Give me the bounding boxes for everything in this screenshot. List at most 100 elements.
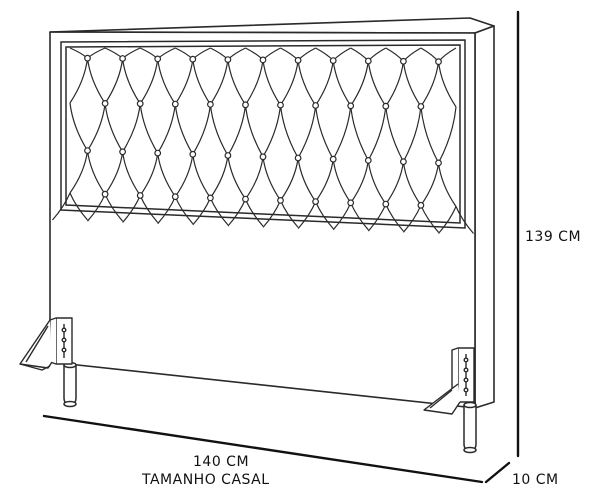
tuft-seam bbox=[245, 156, 264, 200]
tuft-seam bbox=[332, 159, 352, 204]
tuft-seam bbox=[69, 102, 89, 151]
tuft-seam bbox=[420, 106, 440, 164]
tuft-button bbox=[101, 99, 109, 107]
tuft-seam bbox=[52, 192, 71, 221]
left-leg bbox=[63, 361, 77, 408]
tufting-pattern bbox=[52, 47, 474, 234]
tuft-seam bbox=[209, 59, 229, 105]
tuft-seam bbox=[262, 59, 282, 106]
tuft-button bbox=[84, 54, 91, 62]
dimension-lines bbox=[42, 10, 520, 484]
tuft-seam bbox=[279, 105, 299, 159]
tuft-seam bbox=[297, 105, 317, 159]
tuft-button bbox=[224, 152, 232, 159]
tuft-seam bbox=[279, 60, 299, 106]
tuft-button bbox=[101, 190, 109, 198]
tuft-button bbox=[417, 201, 425, 209]
tuft-seam bbox=[69, 150, 89, 194]
width-label: 140 CM bbox=[193, 454, 249, 470]
tuft-button bbox=[259, 153, 267, 161]
tuft-button bbox=[347, 102, 355, 110]
tuft-seam bbox=[332, 60, 352, 107]
headboard-top-edge bbox=[49, 17, 495, 34]
panel-inner-frame bbox=[65, 44, 461, 224]
tuft-button bbox=[329, 57, 337, 64]
tuft-seam bbox=[227, 155, 246, 200]
tuft-seam bbox=[86, 58, 106, 104]
tuft-seam bbox=[104, 58, 124, 104]
tuft-seam bbox=[385, 161, 404, 205]
tuft-seam bbox=[69, 192, 88, 221]
tuft-seam bbox=[297, 157, 317, 202]
tuft-button bbox=[347, 199, 355, 207]
tuft-seam bbox=[367, 160, 387, 205]
right-leg bbox=[463, 401, 477, 454]
tuft-seam bbox=[86, 150, 106, 195]
tuft-button bbox=[206, 100, 214, 108]
tuft-seam bbox=[174, 154, 194, 198]
tuft-seam bbox=[227, 59, 247, 106]
tuft-seam bbox=[157, 104, 176, 154]
tuft-button bbox=[84, 147, 91, 155]
depth-dimension-line bbox=[484, 461, 511, 484]
tuft-seam bbox=[455, 206, 474, 234]
tuft-button bbox=[294, 154, 302, 162]
tuft-button bbox=[277, 101, 284, 109]
tuft-button bbox=[224, 56, 232, 63]
tuft-seam bbox=[402, 106, 422, 162]
tuft-button bbox=[154, 55, 162, 63]
tuft-seam bbox=[104, 151, 124, 195]
tuft-seam bbox=[139, 153, 159, 196]
tuft-seam bbox=[244, 104, 264, 158]
tuft-button bbox=[171, 100, 179, 108]
tuft-button bbox=[242, 101, 249, 109]
depth-label: 10 CM bbox=[512, 472, 559, 488]
tuft-button bbox=[364, 57, 372, 65]
tuft-button bbox=[364, 156, 372, 164]
tuft-seam bbox=[157, 153, 176, 198]
tuft-seam bbox=[438, 206, 457, 234]
tuft-seam bbox=[192, 59, 211, 105]
tuft-seam bbox=[420, 61, 440, 107]
tuft-button bbox=[435, 159, 442, 167]
tuft-button bbox=[119, 148, 126, 156]
tuft-seam bbox=[174, 104, 194, 155]
tuft-button bbox=[136, 192, 144, 199]
tuft-button bbox=[206, 194, 214, 202]
tuft-button bbox=[435, 58, 442, 66]
tuft-seam bbox=[244, 59, 264, 106]
tuft-button bbox=[417, 103, 425, 110]
tuft-seam bbox=[69, 58, 89, 104]
tuft-button bbox=[259, 56, 267, 64]
tuft-seam bbox=[157, 58, 176, 105]
tuft-seam bbox=[385, 61, 404, 107]
tuft-seam bbox=[315, 159, 334, 202]
tuft-seam bbox=[122, 151, 141, 196]
tuft-seam bbox=[174, 59, 194, 105]
tufted-panel bbox=[52, 39, 474, 234]
tuft-seam bbox=[350, 160, 369, 204]
panel-outer-frame bbox=[60, 39, 466, 229]
tuft-button bbox=[171, 193, 179, 201]
tuft-seam bbox=[350, 105, 369, 161]
tuft-button bbox=[400, 57, 407, 65]
tuft-seam bbox=[367, 60, 387, 107]
tuft-seam bbox=[262, 105, 282, 158]
tuft-button bbox=[329, 155, 337, 163]
tuft-seam bbox=[209, 155, 229, 199]
tuft-button bbox=[312, 198, 320, 206]
tuft-button bbox=[382, 200, 390, 208]
tuft-seam bbox=[402, 161, 422, 206]
tuft-seam bbox=[315, 60, 334, 106]
tuft-button bbox=[189, 150, 197, 158]
tuft-button bbox=[136, 100, 144, 108]
headboard bbox=[49, 17, 495, 409]
tuft-seam bbox=[437, 162, 457, 207]
tuft-seam bbox=[139, 103, 159, 154]
tuft-button bbox=[312, 102, 320, 109]
brackets bbox=[19, 317, 475, 415]
legs bbox=[63, 361, 477, 454]
tuft-button bbox=[294, 56, 302, 64]
tuft-seam bbox=[122, 58, 141, 105]
